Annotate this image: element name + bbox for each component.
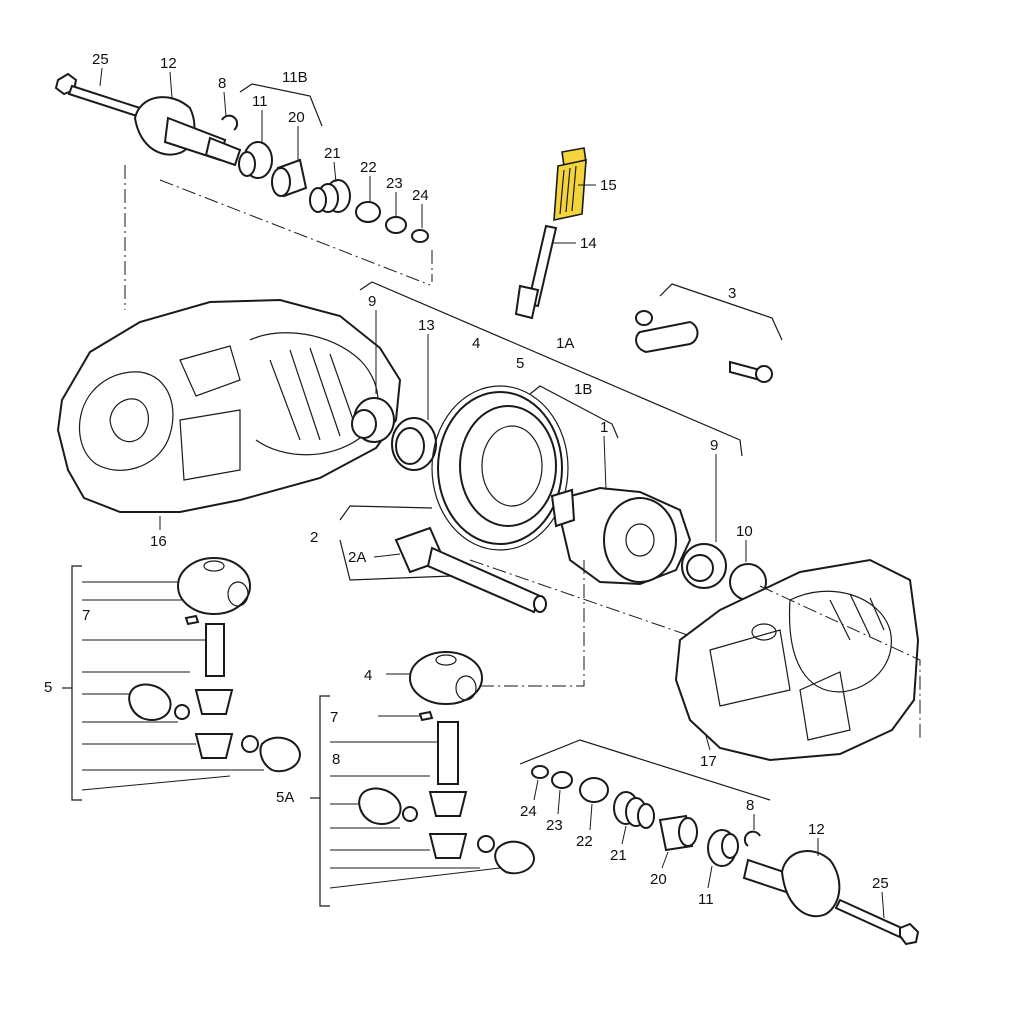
flange-part[interactable] <box>133 96 242 167</box>
shaft-pin-part[interactable] <box>205 623 225 677</box>
top-flange-group <box>54 72 433 310</box>
callout-8b: 8 <box>332 751 340 768</box>
bolt-part[interactable] <box>54 72 142 118</box>
right-housing-part[interactable] <box>674 558 920 762</box>
pin-part[interactable] <box>418 710 434 722</box>
bevel-gear-part[interactable] <box>428 791 468 817</box>
bracket-1A <box>359 281 743 457</box>
callout-25: 25 <box>92 51 109 68</box>
callout-23b: 23 <box>546 817 563 834</box>
gear-ring-part[interactable] <box>391 417 437 471</box>
callout-4b: 4 <box>364 667 372 684</box>
washer-part[interactable] <box>531 765 549 779</box>
seal-part[interactable] <box>579 777 609 803</box>
callout-11b: 11 <box>698 891 714 908</box>
bevel-gear-part[interactable] <box>194 689 234 715</box>
flange-part[interactable] <box>742 850 841 918</box>
nut-part[interactable] <box>385 216 407 234</box>
callout-23: 23 <box>386 175 403 192</box>
seal-part[interactable] <box>355 201 381 223</box>
callout-22: 22 <box>360 159 377 176</box>
bearing-right-part[interactable] <box>681 543 727 589</box>
callout-8: 8 <box>218 75 226 92</box>
bolt-part[interactable] <box>834 898 920 946</box>
callout-24b: 24 <box>520 803 537 820</box>
callout-11: 11 <box>252 93 268 110</box>
callout-1: 1 <box>600 419 608 436</box>
bearing-ring-part[interactable] <box>238 141 273 179</box>
callout-8c: 8 <box>746 797 754 814</box>
callout-16: 16 <box>150 533 167 550</box>
side-gear-part[interactable] <box>358 787 402 825</box>
left-housing-part[interactable] <box>56 298 402 513</box>
callout-12b: 12 <box>808 821 825 838</box>
bottom-flange-group <box>531 765 920 946</box>
nut-part[interactable] <box>551 771 573 789</box>
differential-spider-group-center <box>310 651 536 907</box>
bearing-race-part[interactable] <box>271 158 308 198</box>
final-drive-gear-part[interactable] <box>431 385 569 551</box>
callout-13: 13 <box>418 317 435 334</box>
callout-22b: 22 <box>576 833 593 850</box>
callout-7b: 7 <box>330 709 338 726</box>
callout-2: 2 <box>310 529 318 546</box>
retainer-plate-group[interactable] <box>635 310 773 383</box>
thrust-washer-part[interactable] <box>477 835 495 853</box>
callout-5: 5 <box>516 355 524 372</box>
callout-15: 15 <box>600 177 617 194</box>
circlip-part[interactable] <box>743 830 761 847</box>
callout-10: 10 <box>736 523 753 540</box>
callout-9: 9 <box>368 293 376 310</box>
callout-9b: 9 <box>710 437 718 454</box>
callout-2A: 2A <box>348 549 366 566</box>
callout-20: 20 <box>288 109 305 126</box>
callout-11B: 11B <box>282 69 308 86</box>
callout-4: 4 <box>472 335 480 352</box>
planet-gear-part[interactable] <box>194 733 234 759</box>
callout-1A: 1A <box>556 335 574 352</box>
callout-12: 12 <box>160 55 177 72</box>
callout-25b: 25 <box>872 875 889 892</box>
callout-17: 17 <box>700 753 717 770</box>
bracket-1B <box>529 385 619 439</box>
thrust-washer-part[interactable] <box>241 735 259 753</box>
callout-5b: 5 <box>44 679 52 696</box>
side-gear-part[interactable] <box>128 683 172 721</box>
side-gear-right-part[interactable] <box>494 840 536 875</box>
callout-7: 7 <box>82 607 90 624</box>
shaft-pin-part[interactable] <box>437 721 459 785</box>
washer-part[interactable] <box>174 704 190 720</box>
callout-21b: 21 <box>610 847 627 864</box>
differential-spider-group-left <box>62 557 302 801</box>
pinion-shaft-part[interactable] <box>394 526 547 614</box>
pin-part[interactable] <box>184 614 200 626</box>
spring-part[interactable] <box>613 791 655 829</box>
bearing-ring-part[interactable] <box>707 829 739 867</box>
washer-part[interactable] <box>411 229 429 243</box>
callout-14: 14 <box>580 235 597 252</box>
callout-24: 24 <box>412 187 429 204</box>
callout-21: 21 <box>324 145 341 162</box>
planet-gear-part[interactable] <box>428 833 468 859</box>
callout-1B: 1B <box>574 381 592 398</box>
callout-20b: 20 <box>650 871 667 888</box>
differential-case-part[interactable] <box>550 486 692 586</box>
spider-cross-part[interactable] <box>177 557 251 615</box>
callout-5A: 5A <box>276 789 294 806</box>
spring-part[interactable] <box>309 179 351 213</box>
side-gear-right-part[interactable] <box>259 736 302 773</box>
spider-cross-part[interactable] <box>409 651 483 705</box>
washer-part[interactable] <box>402 806 418 822</box>
circlip-part[interactable] <box>221 114 239 131</box>
drive-shaft-part[interactable] <box>514 224 558 320</box>
bearing-part[interactable] <box>351 397 395 443</box>
drive-pinion-highlighted-part[interactable] <box>553 147 587 222</box>
callout-3: 3 <box>728 285 736 302</box>
bearing-race-part[interactable] <box>658 814 698 852</box>
